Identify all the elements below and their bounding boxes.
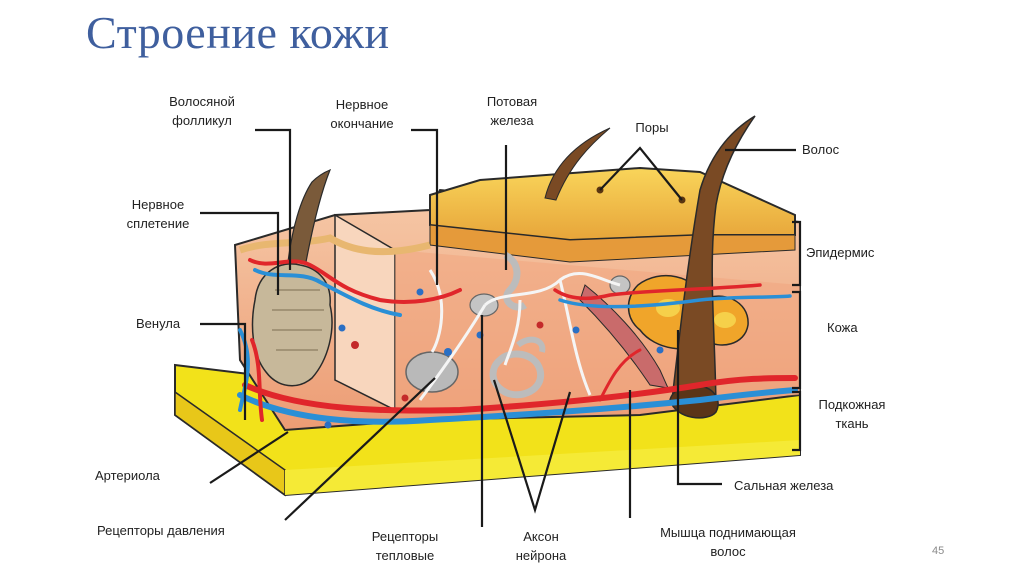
label-dermis: Кожа xyxy=(827,320,858,335)
leader-epidermis-bracket xyxy=(792,220,802,287)
label-pressure-receptors: Рецепторы давления xyxy=(97,523,225,538)
leader-dermis-bracket xyxy=(792,290,802,390)
leader-nerve-plexus xyxy=(200,211,280,295)
blood-vessels xyxy=(237,258,798,425)
label-hair: Волос xyxy=(802,142,840,157)
leader-axon xyxy=(492,379,572,514)
leader-hair-follicle xyxy=(255,128,292,270)
slide-title: Строение кожи xyxy=(86,7,390,58)
label-heat-receptors-1: Рецепторы xyxy=(372,529,439,544)
hair-short xyxy=(544,127,611,201)
label-axon-2: нейрона xyxy=(516,548,567,563)
label-arrector-muscle-2: волос xyxy=(710,544,746,559)
label-sweat-gland-1: Потовая xyxy=(487,94,537,109)
leader-nerve-ending xyxy=(411,128,439,285)
label-nerve-plexus-1: Нервное xyxy=(132,197,184,212)
page-number: 45 xyxy=(932,545,945,557)
leader-venule xyxy=(200,322,247,420)
vessel-cross-sections xyxy=(324,288,664,429)
nerve-fibres xyxy=(418,269,621,401)
label-nerve-plexus-2: сплетение xyxy=(127,216,190,231)
label-sebaceous-gland: Сальная железа xyxy=(734,478,834,493)
arrector-muscle xyxy=(579,284,669,389)
label-heat-receptors-2: тепловые xyxy=(376,548,435,563)
leader-pores xyxy=(599,146,683,201)
label-nerve-ending-1: Нервное xyxy=(336,97,388,112)
leader-subcutaneous-bracket xyxy=(792,390,802,452)
label-axon-1: Аксон xyxy=(523,529,559,544)
leader-lines xyxy=(200,128,802,527)
hair-follicle-left xyxy=(251,168,333,387)
diagram-labels: Волосяной фолликул Нервное окончание Потов… xyxy=(95,94,885,563)
label-nerve-ending-2: окончание xyxy=(330,116,393,131)
label-epidermis: Эпидермис xyxy=(806,245,875,260)
sweat-gland xyxy=(489,251,546,399)
label-venule: Венула xyxy=(136,316,181,331)
leader-sebaceous-gland xyxy=(676,330,722,486)
label-sweat-gland-2: железа xyxy=(490,113,534,128)
label-hair-follicle-1: Волосяной xyxy=(169,94,235,109)
label-subcutaneous-2: ткань xyxy=(835,416,868,431)
label-pores: Поры xyxy=(635,120,668,135)
label-subcutaneous-1: Подкожная xyxy=(819,397,886,412)
leader-pressure-receptors xyxy=(284,377,436,521)
label-hair-follicle-2: фолликул xyxy=(172,113,232,128)
label-arteriole: Артериола xyxy=(95,468,161,483)
leader-arteriole xyxy=(209,431,289,484)
label-arrector-muscle-1: Мышца поднимающая xyxy=(660,525,796,540)
